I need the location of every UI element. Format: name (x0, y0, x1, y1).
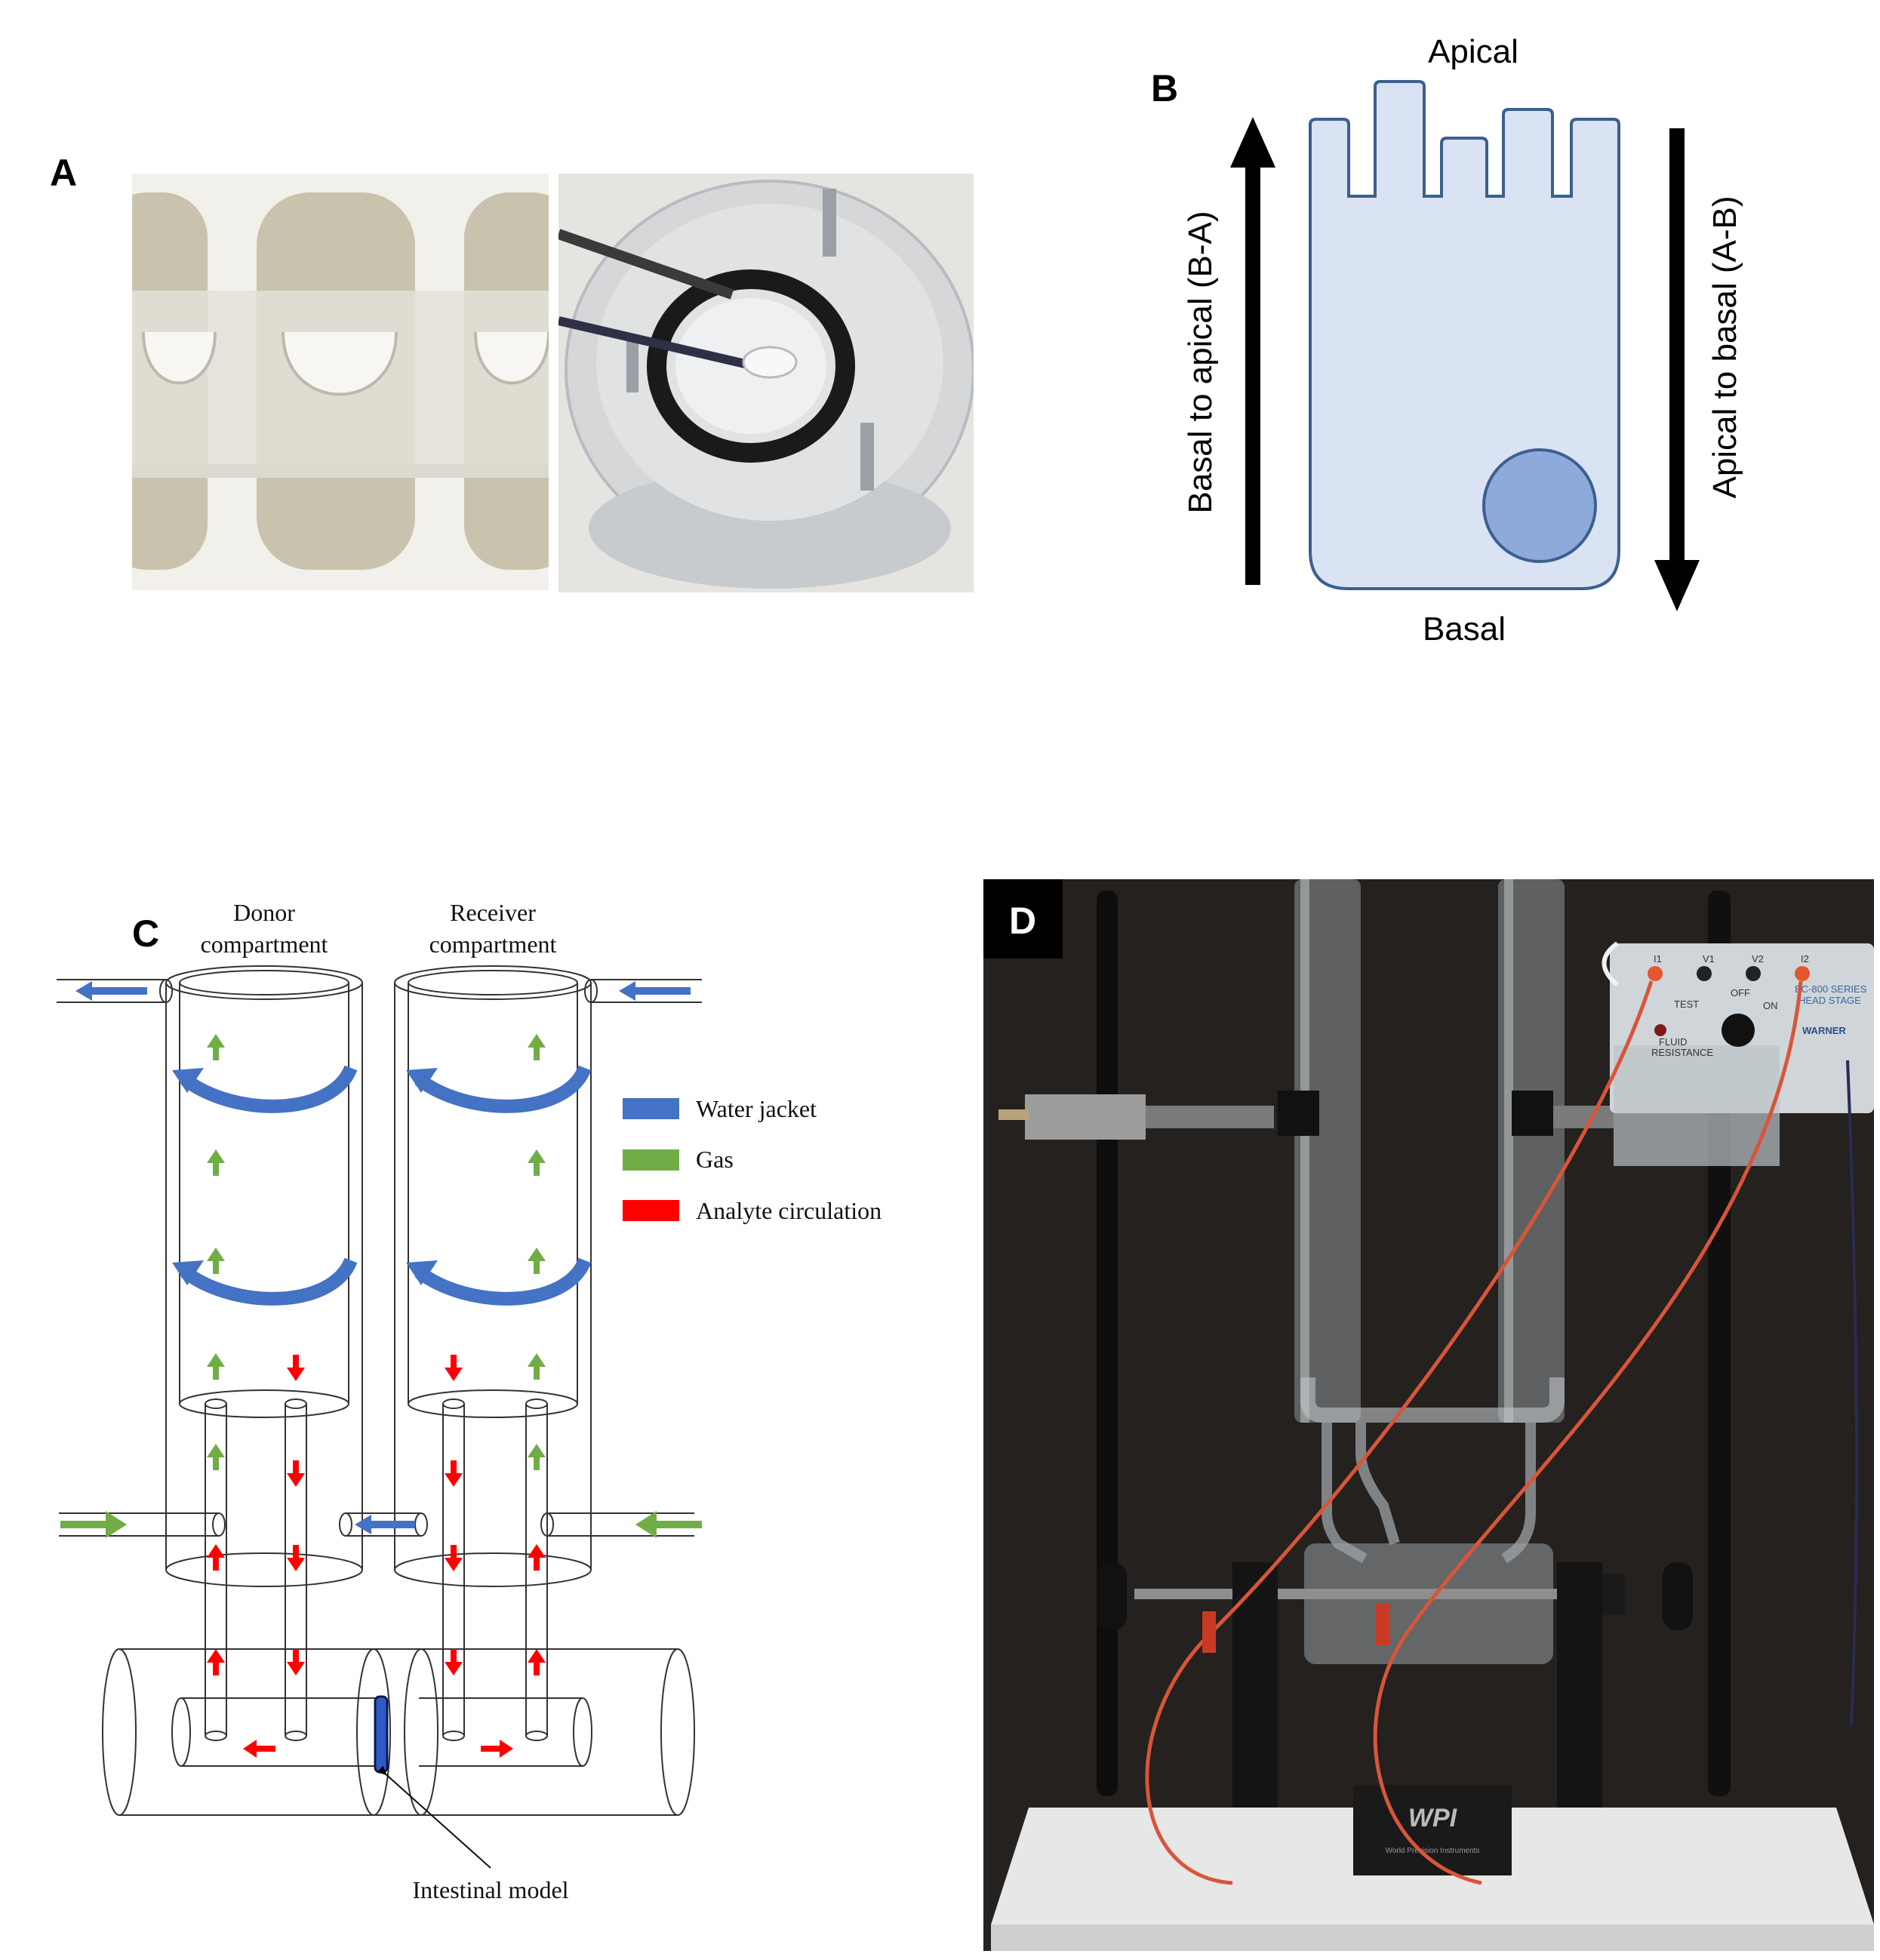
panel-c-letter: C (132, 912, 160, 955)
receiver-label-line1: Receiver (450, 899, 536, 926)
legend-swatch-analyte (623, 1200, 679, 1221)
svg-text:FLUID: FLUID (1659, 1036, 1688, 1048)
apical-label: Apical (1428, 33, 1518, 70)
svg-text:I1: I1 (1654, 953, 1662, 965)
legend-label-water-jacket: Water jacket (696, 1095, 817, 1122)
legend: Water jacket Gas Analyte circulation (623, 1095, 882, 1224)
basal-label: Basal (1423, 611, 1506, 648)
legend-swatch-gas (623, 1149, 679, 1171)
svg-text:TEST: TEST (1674, 998, 1699, 1010)
donor-label-line1: Donor (233, 899, 295, 926)
legend-label-gas: Gas (696, 1146, 734, 1173)
svg-text:HEAD STAGE: HEAD STAGE (1798, 995, 1861, 1006)
svg-text:WARNER: WARNER (1802, 1025, 1846, 1036)
panel-a-photo-1 (132, 174, 549, 590)
donor-label-line2: compartment (201, 931, 328, 958)
panel-c-diagram: Donor compartment Receiver compartment (57, 899, 882, 1903)
apical-to-basal-label: Apical to basal (A-B) (1706, 195, 1743, 498)
svg-text:EC-800 SERIES: EC-800 SERIES (1795, 983, 1867, 995)
panel-b-letter: B (1151, 67, 1179, 109)
legend-label-analyte: Analyte circulation (696, 1197, 882, 1224)
receiver-label-line2: compartment (429, 931, 557, 958)
intestinal-model-label: Intestinal model (412, 1876, 568, 1903)
svg-text:V2: V2 (1752, 953, 1764, 965)
legend-swatch-water-jacket (623, 1098, 679, 1119)
panel-d-letter: D (1009, 900, 1036, 942)
svg-text:V1: V1 (1703, 953, 1715, 965)
svg-text:OFF: OFF (1731, 987, 1750, 998)
svg-text:RESISTANCE: RESISTANCE (1651, 1047, 1713, 1058)
panel-a-photo-2 (558, 174, 974, 592)
wpi-logo: WPI (1408, 1804, 1458, 1832)
svg-text:ON: ON (1763, 1000, 1778, 1011)
apical-to-basal-arrow (1654, 128, 1700, 611)
basal-to-apical-arrow (1230, 117, 1275, 585)
intestinal-model-membrane (374, 1695, 389, 1774)
wpi-base-text: World Precision Instruments (1386, 1847, 1480, 1855)
nucleus (1482, 448, 1597, 563)
basal-to-apical-label: Basal to apical (B-A) (1182, 211, 1219, 513)
panel-b-diagram: Apical Basal Basal to apical (B-A) Apica… (1182, 33, 1743, 648)
headstage-labels: I1 V1 V2 I2 TEST OFF ON FLUID RESISTANCE… (1651, 953, 1867, 1058)
svg-text:I2: I2 (1801, 953, 1809, 965)
panel-a-letter: A (50, 152, 78, 194)
panel-d-photo: D I1 V1 V2 I2 TEST OFF ON FLUID (983, 879, 1874, 1951)
